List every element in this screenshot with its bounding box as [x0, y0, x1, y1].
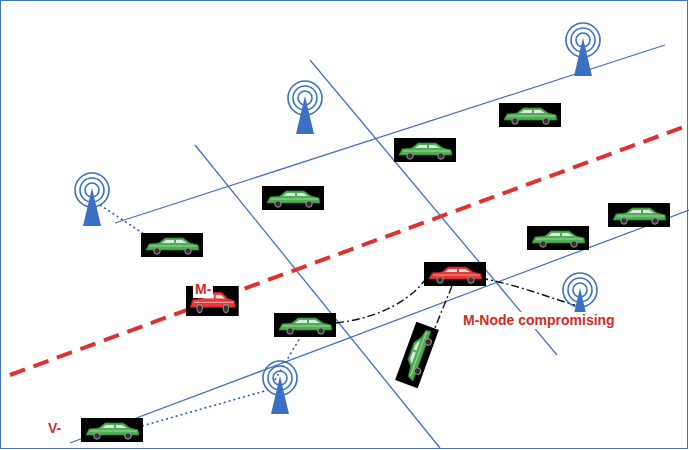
- text-label: V-: [46, 420, 63, 437]
- text-label: M-: [193, 281, 213, 298]
- median-line: [10, 125, 689, 375]
- attack-links: [336, 278, 575, 340]
- road-lines: [70, 45, 689, 448]
- towers: [75, 23, 600, 414]
- cars: [81, 103, 670, 442]
- text-label: M-Node compromising: [461, 312, 617, 329]
- radio-links: [100, 205, 300, 426]
